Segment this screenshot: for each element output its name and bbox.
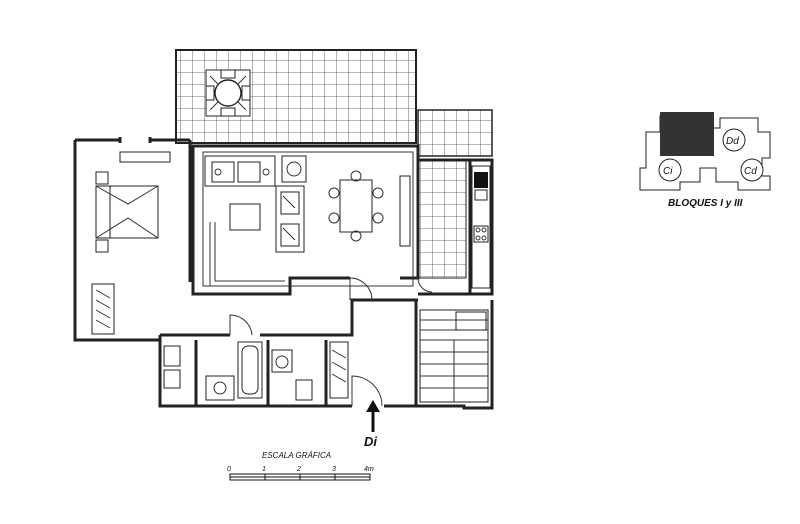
bed	[95, 185, 159, 239]
sink-icon	[474, 172, 488, 188]
kitchen-terrace	[417, 109, 493, 157]
staircase	[419, 309, 489, 403]
scale-tick-3: 3	[332, 466, 336, 473]
toilet-icon	[163, 345, 181, 367]
sideboard	[399, 175, 411, 247]
washbasin-icon	[205, 375, 235, 401]
scale-tick-1: 1	[262, 466, 266, 473]
second-sofa	[275, 185, 305, 253]
entrance-label: Di	[364, 434, 377, 449]
living-room	[202, 151, 414, 287]
terrace-table	[205, 69, 251, 117]
entrance-arrow-icon	[366, 400, 380, 432]
cooktop-icon	[473, 225, 489, 243]
scale-tick-0: 0	[227, 466, 231, 473]
sofa	[204, 155, 276, 187]
highlighted-unit	[660, 112, 714, 156]
bedroom	[91, 151, 171, 335]
lamp-icon	[286, 161, 302, 177]
wardrobe	[91, 283, 115, 335]
terrace	[175, 49, 417, 144]
dining-table	[328, 170, 384, 242]
side-table	[281, 155, 307, 183]
scale-title: ESCALA GRÁFICA	[262, 451, 331, 460]
toilet-icon	[295, 379, 313, 401]
bathrooms	[163, 340, 349, 406]
scale-tick-2: 2	[296, 466, 301, 473]
keyplan-caption: BLOQUES I y III	[668, 198, 743, 209]
scale-bar: ESCALA GRÁFICA 0 1 2 3 4m	[227, 451, 374, 481]
kitchen	[471, 165, 491, 289]
outer-walls	[73, 137, 494, 410]
bidet-icon	[163, 369, 181, 389]
unit-dd-label: Dd	[726, 136, 739, 147]
doors	[229, 277, 433, 407]
unit-ci-label: Ci	[663, 166, 673, 177]
scale-tick-4: 4m	[364, 466, 374, 473]
key-plan: Dd Ci Cd BLOQUES I y III	[639, 112, 771, 209]
kitchen-floor	[417, 159, 467, 279]
coffee-table	[229, 203, 261, 231]
unit-cd-label: Cd	[744, 166, 757, 177]
